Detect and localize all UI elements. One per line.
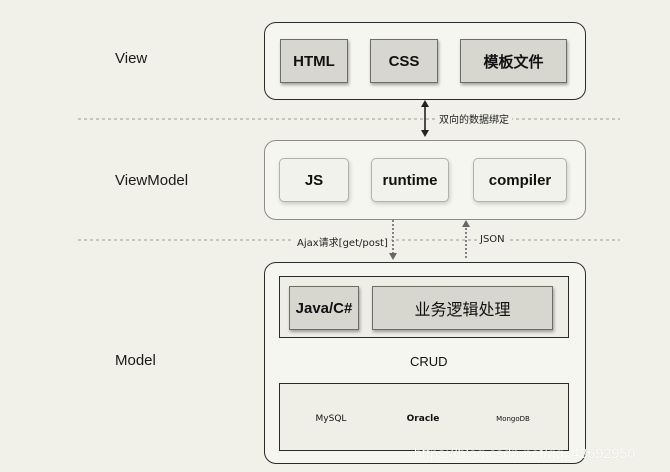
- view-item-html: HTML: [280, 39, 348, 83]
- db-label-mysql: MySQL: [315, 414, 347, 424]
- business-logic-frame: Java/C# 业务逻辑处理: [279, 276, 569, 338]
- binding-arrow-head-down: [421, 130, 429, 137]
- layer-label-viewmodel: ViewModel: [115, 172, 189, 189]
- database-frame: [279, 383, 569, 451]
- viewmodel-item-js: JS: [279, 158, 349, 202]
- model-item-lang: Java/C#: [289, 286, 359, 330]
- view-item-template: 模板文件: [460, 39, 567, 83]
- response-arrow-head: [462, 220, 470, 227]
- viewmodel-item-compiler: compiler: [473, 158, 567, 202]
- view-item-css: CSS: [370, 39, 438, 83]
- view-layer-box: HTML CSS 模板文件: [264, 22, 586, 100]
- model-layer-box: Java/C# 业务逻辑处理: [264, 262, 586, 464]
- watermark-text: https://blog.csdn.net/qq_43692950: [414, 445, 636, 461]
- viewmodel-item-runtime: runtime: [371, 158, 449, 202]
- response-label: JSON: [477, 234, 508, 245]
- crud-label: CRUD: [410, 354, 448, 369]
- db-label-mongodb: MongoDB: [496, 415, 530, 423]
- layer-label-model: Model: [115, 352, 156, 369]
- request-arrow-head: [389, 253, 397, 260]
- viewmodel-layer-box: JS runtime compiler: [264, 140, 586, 220]
- layer-label-view: View: [115, 50, 148, 67]
- binding-arrow-head-up: [421, 100, 429, 107]
- request-label: Ajax请求[get/post]: [294, 234, 391, 249]
- model-item-business-logic: 业务逻辑处理: [372, 286, 553, 330]
- db-label-oracle: Oracle: [406, 414, 440, 424]
- binding-label: 双向的数据绑定: [436, 111, 512, 126]
